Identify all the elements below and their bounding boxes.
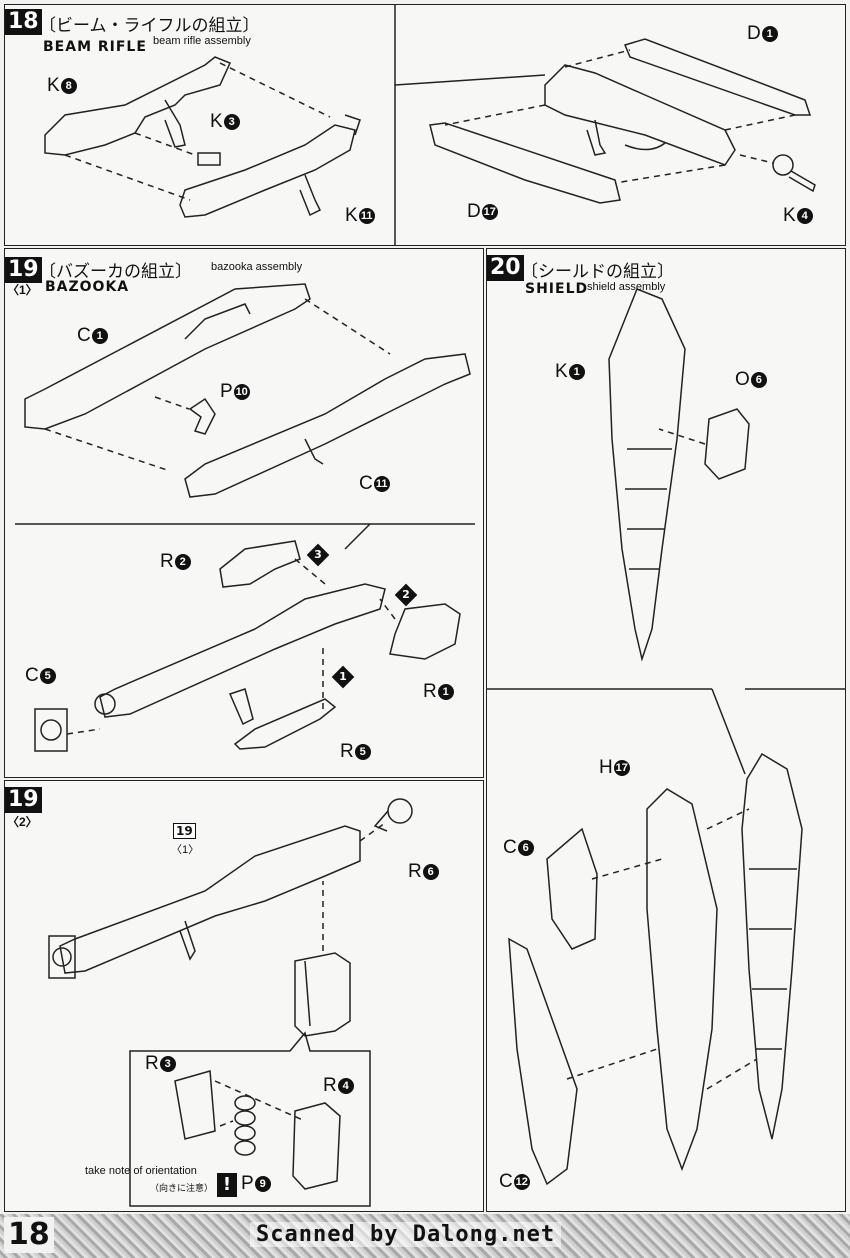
step-title-jp: 〔バズーカの組立〕	[39, 262, 192, 282]
bazooka-magazine-diagram	[48, 798, 413, 1207]
step-title-translation: beam rifle assembly	[153, 35, 251, 47]
step-title-translation: bazooka assembly	[211, 261, 303, 273]
orientation-note: take note of orientation	[85, 1165, 197, 1177]
step-sub-number: 〈1〉	[7, 283, 38, 297]
order-marker-3: 3	[306, 543, 330, 567]
step-19-1-panel: 19 〈1〉 〔バズーカの組立〕 BAZOOKA bazooka assembl…	[4, 248, 484, 778]
step-18-panel: 18 〔ビーム・ライフルの組立〕 BEAM RIFLE beam rifle a…	[4, 4, 846, 246]
orientation-note-jp: （向きに注意）	[150, 1183, 214, 1193]
step-title-en: BAZOOKA	[45, 279, 130, 295]
page-number: 18	[4, 1217, 54, 1253]
warning-icon: !	[217, 1173, 237, 1197]
step-number: 19	[5, 787, 42, 813]
step-title-en: BEAM RIFLE	[43, 39, 147, 55]
step-title-translation: shield assembly	[587, 281, 666, 293]
step-title-jp: 〔ビーム・ライフルの組立〕	[39, 16, 260, 36]
order-marker-1: 1	[331, 665, 355, 689]
step-sub-number: 〈2〉	[7, 815, 38, 829]
shield-diagram	[487, 288, 845, 1186]
step-number: 18	[5, 9, 42, 35]
step-title-jp: 〔シールドの組立〕	[521, 262, 674, 282]
reference-step-sub: 〈1〉	[171, 844, 200, 856]
reference-step-number: 19	[173, 823, 196, 839]
scanner-credit: Scanned by Dalong.net	[250, 1222, 562, 1247]
beam-rifle-diagram	[44, 5, 816, 245]
step-title-en: SHIELD	[525, 281, 589, 297]
order-marker-2: 2	[394, 583, 418, 607]
bazooka-diagram	[15, 283, 475, 752]
step-number: 19	[5, 257, 42, 283]
step-number: 20	[487, 255, 524, 281]
